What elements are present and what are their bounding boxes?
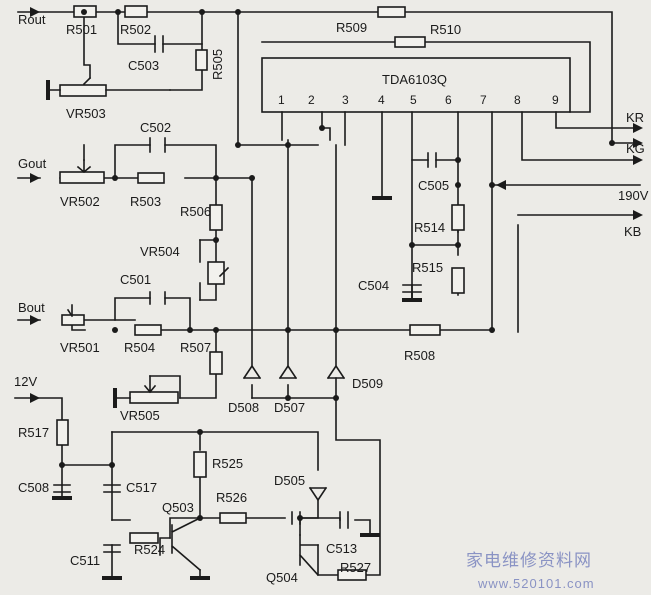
capacitors bbox=[53, 35, 437, 553]
d508-label: D508 bbox=[228, 400, 259, 415]
vr505-label: VR505 bbox=[120, 408, 160, 423]
vr501-label: VR501 bbox=[60, 340, 100, 355]
c503-label: C503 bbox=[128, 58, 159, 73]
r524-label: R524 bbox=[134, 542, 165, 557]
vr503-label: VR503 bbox=[66, 106, 106, 121]
q503-label: Q503 bbox=[162, 500, 194, 515]
pin-4: 4 bbox=[378, 93, 385, 107]
r501-label: R501 bbox=[66, 22, 97, 37]
c508-label: C508 bbox=[18, 480, 49, 495]
d507-label: D507 bbox=[274, 400, 305, 415]
watermark-text: 家电维修资料网 bbox=[466, 551, 592, 571]
rout-label: Rout bbox=[18, 12, 46, 27]
diodes bbox=[242, 364, 346, 502]
junctions bbox=[59, 9, 615, 521]
r504-label: R504 bbox=[124, 340, 155, 355]
transistors bbox=[170, 516, 320, 577]
r515-label: R515 bbox=[412, 260, 443, 275]
resistors bbox=[56, 5, 465, 581]
c513-label: C513 bbox=[326, 541, 357, 556]
d505-label: D505 bbox=[274, 473, 305, 488]
r527-label: R527 bbox=[340, 560, 371, 575]
r510-label: R510 bbox=[430, 22, 461, 37]
c505-label: C505 bbox=[418, 178, 449, 193]
pin-9: 9 bbox=[552, 93, 559, 107]
gout-label: Gout bbox=[18, 156, 47, 171]
ic-body bbox=[261, 57, 571, 113]
watermark-url: www.520101.com bbox=[477, 576, 595, 591]
c501-label: C501 bbox=[120, 272, 151, 287]
pin-8: 8 bbox=[514, 93, 521, 107]
r526-label: R526 bbox=[216, 490, 247, 505]
c517-label: C517 bbox=[126, 480, 157, 495]
vr504-label: VR504 bbox=[140, 244, 180, 259]
vr502-label: VR502 bbox=[60, 194, 100, 209]
r503-label: R503 bbox=[130, 194, 161, 209]
c511-label: C511 bbox=[70, 553, 100, 568]
kg-label: KG bbox=[626, 141, 645, 156]
pin-6: 6 bbox=[445, 93, 452, 107]
r525-label: R525 bbox=[212, 456, 243, 471]
q504-label: Q504 bbox=[266, 570, 298, 585]
r517-label: R517 bbox=[18, 425, 49, 440]
c502-label: C502 bbox=[140, 120, 171, 135]
potentiometers bbox=[46, 76, 230, 408]
pin-1: 1 bbox=[278, 93, 285, 107]
d509-label: D509 bbox=[352, 376, 383, 391]
r508-label: R508 bbox=[404, 348, 435, 363]
r502-label: R502 bbox=[120, 22, 151, 37]
r514-label: R514 bbox=[414, 220, 445, 235]
v190-label: 190V bbox=[618, 188, 649, 203]
r506-label: R506 bbox=[180, 204, 211, 219]
pin-7: 7 bbox=[480, 93, 487, 107]
r509-label: R509 bbox=[336, 20, 367, 35]
pin-5: 5 bbox=[410, 93, 417, 107]
r505-label: R505 bbox=[210, 49, 225, 80]
bout-label: Bout bbox=[18, 300, 45, 315]
r507-label: R507 bbox=[180, 340, 211, 355]
wires bbox=[14, 11, 641, 579]
kb-label: KB bbox=[624, 224, 641, 239]
pin-2: 2 bbox=[308, 93, 315, 107]
pin-3: 3 bbox=[342, 93, 349, 107]
c504-label: C504 bbox=[358, 278, 389, 293]
supply-label: 12V bbox=[14, 374, 37, 389]
ic-name: TDA6103Q bbox=[382, 72, 447, 87]
ground-marks bbox=[52, 196, 422, 580]
arrows bbox=[30, 7, 643, 403]
kr-label: KR bbox=[626, 110, 644, 125]
